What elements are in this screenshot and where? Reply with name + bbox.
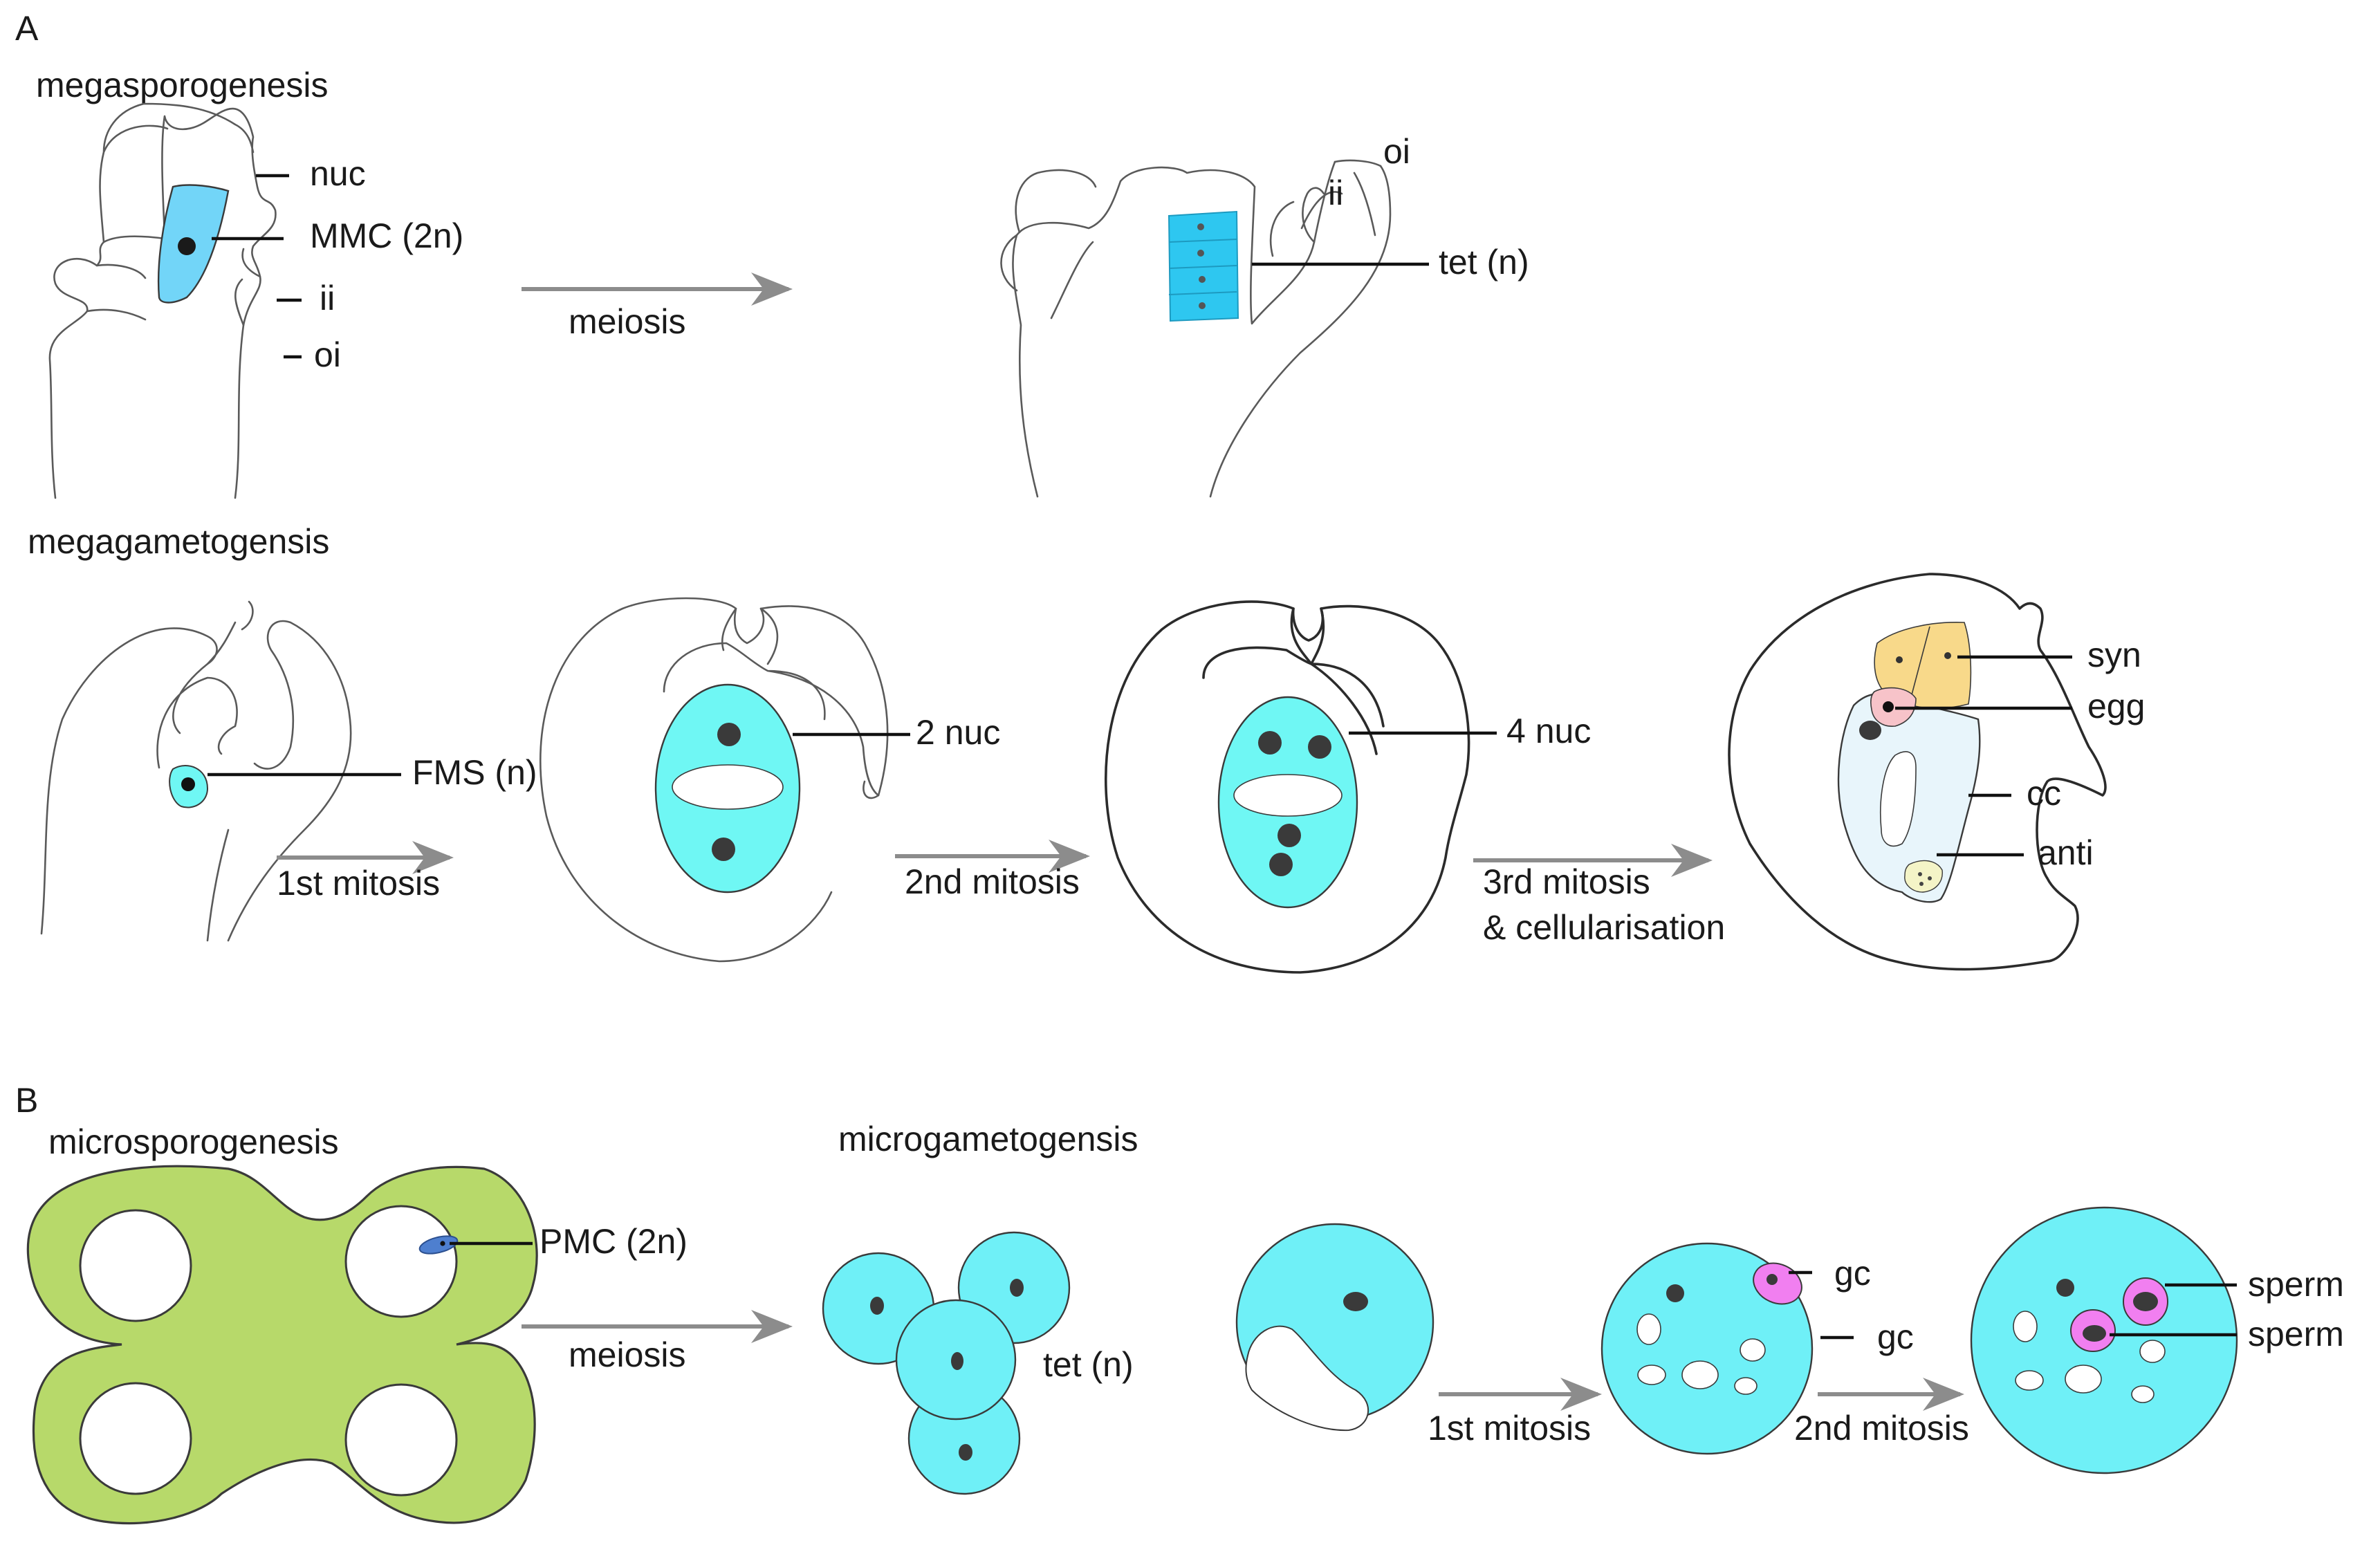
- oi-label: oi: [314, 335, 341, 374]
- oi-label-tetrad: oi: [1383, 132, 1410, 171]
- locule-3: [79, 1382, 192, 1495]
- uninucleate-microspore: [1235, 1223, 1435, 1432]
- ii-label-tetrad: ii: [1328, 174, 1343, 212]
- first-mitosis-label-a: 1st mitosis: [277, 864, 440, 903]
- third-mitosis-label-line2: & cellularisation: [1483, 908, 1725, 947]
- embryo-sac-2nuc: [539, 597, 889, 963]
- tricellular-pollen: [1970, 1206, 2238, 1474]
- two-nuc-label: 2 nuc: [916, 713, 1000, 752]
- microspore-tetrad: [822, 1231, 1071, 1495]
- panel-b-letter: B: [15, 1081, 38, 1120]
- megagametogenesis-title: megagametogensis: [28, 522, 329, 561]
- antipodals: [1904, 860, 1943, 893]
- tet-label-a: tet (n): [1439, 243, 1529, 281]
- third-mitosis-label-line1: 3rd mitosis: [1483, 862, 1650, 901]
- mmc-nucleus: [178, 237, 196, 255]
- locule-2: [344, 1205, 458, 1318]
- first-mitosis-label-b: 1st mitosis: [1428, 1409, 1591, 1447]
- microsporogenesis-title: microsporogenesis: [48, 1122, 339, 1161]
- ovule-mmc-stage: [48, 102, 277, 499]
- meiosis-label-b: meiosis: [569, 1335, 685, 1374]
- anther: [26, 1165, 538, 1525]
- egg-label: egg: [2087, 687, 2145, 725]
- ovule-tetrad-stage: [1000, 159, 1392, 498]
- sperm-label-2: sperm: [2248, 1315, 2344, 1353]
- ii-label: ii: [320, 279, 335, 317]
- gc-label-1: gc: [1834, 1254, 1871, 1293]
- nuc-label: nuc: [310, 154, 366, 193]
- syn-label: syn: [2087, 636, 2141, 674]
- megasporogenesis-title: megasporogenesis: [36, 66, 329, 104]
- second-mitosis-label-a: 2nd mitosis: [905, 862, 1080, 901]
- gc-label-2: gc: [1877, 1317, 1914, 1356]
- embryo-sac-4nuc: [1105, 600, 1470, 974]
- synergids: [1874, 621, 1972, 710]
- ovule-fms-stage: [40, 600, 352, 942]
- fms-label: FMS (n): [412, 753, 537, 792]
- anti-label: anti: [2038, 833, 2094, 872]
- second-mitosis-label-b: 2nd mitosis: [1794, 1409, 1969, 1447]
- sperm-label-1: sperm: [2248, 1265, 2344, 1304]
- mature-embryo-sac: [1728, 573, 2107, 971]
- bicellular-pollen: [1600, 1242, 1814, 1455]
- locule-4: [344, 1383, 458, 1497]
- meiosis-label-a: meiosis: [569, 302, 685, 341]
- microgametogenesis-title: microgametogensis: [838, 1120, 1138, 1158]
- four-nuc-label: 4 nuc: [1506, 712, 1591, 750]
- locule-1: [79, 1209, 192, 1322]
- pmc-label: PMC (2n): [539, 1222, 688, 1261]
- panel-a-letter: A: [15, 9, 39, 48]
- cc-label: cc: [2027, 774, 2061, 813]
- pmc-cell: [418, 1235, 459, 1255]
- tet-label-b: tet (n): [1043, 1345, 1134, 1384]
- mmc-label: MMC (2n): [310, 216, 463, 255]
